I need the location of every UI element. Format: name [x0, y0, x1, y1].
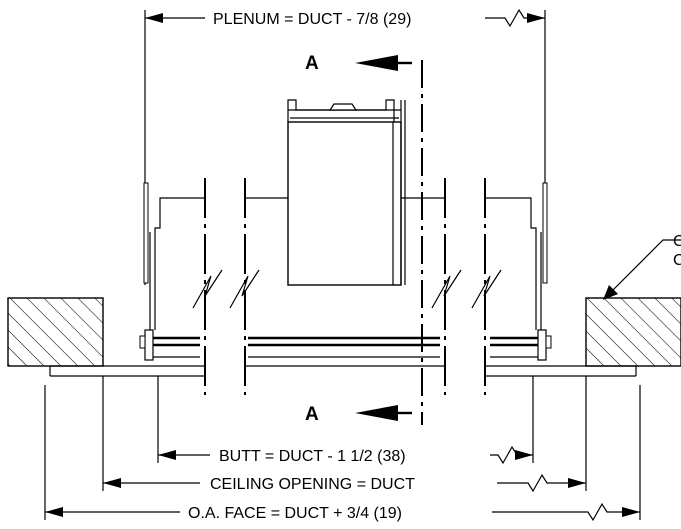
plenum-walls — [143, 182, 548, 330]
butt-label: BUTT = DUCT - 1 1/2 (38) — [219, 448, 406, 465]
callout-line-1: C — [673, 233, 681, 250]
section-marker-bottom: A — [305, 404, 412, 425]
frame-rails — [139, 329, 552, 361]
callout: C C — [603, 233, 681, 300]
callout-line-2: C — [673, 252, 681, 269]
butt-dimension: BUTT = DUCT - 1 1/2 (38) — [158, 445, 533, 465]
face-plate — [49, 365, 637, 377]
break-lines — [192, 178, 502, 395]
section-marker-top: A — [305, 53, 412, 74]
plenum-dimension: PLENUM = DUCT - 7/8 (29) — [144, 8, 546, 285]
section-letter-bottom: A — [305, 404, 319, 425]
ceiling-block-left — [7, 297, 104, 367]
ceiling-opening-label: CEILING OPENING = DUCT — [210, 476, 415, 493]
ceiling-block-right — [585, 297, 681, 367]
ceiling-blocks — [7, 297, 681, 367]
oa-face-label: O.A. FACE = DUCT + 3/4 (19) — [188, 505, 402, 522]
bottom-extension-lines — [44, 376, 641, 520]
oa-face-dimension: O.A. FACE = DUCT + 3/4 (19) — [45, 502, 640, 522]
damper-housing — [287, 99, 406, 286]
plenum-label: PLENUM = DUCT - 7/8 (29) — [213, 11, 411, 28]
section-letter-top: A — [305, 53, 319, 74]
ceiling-opening-dimension: CEILING OPENING = DUCT — [103, 473, 586, 493]
